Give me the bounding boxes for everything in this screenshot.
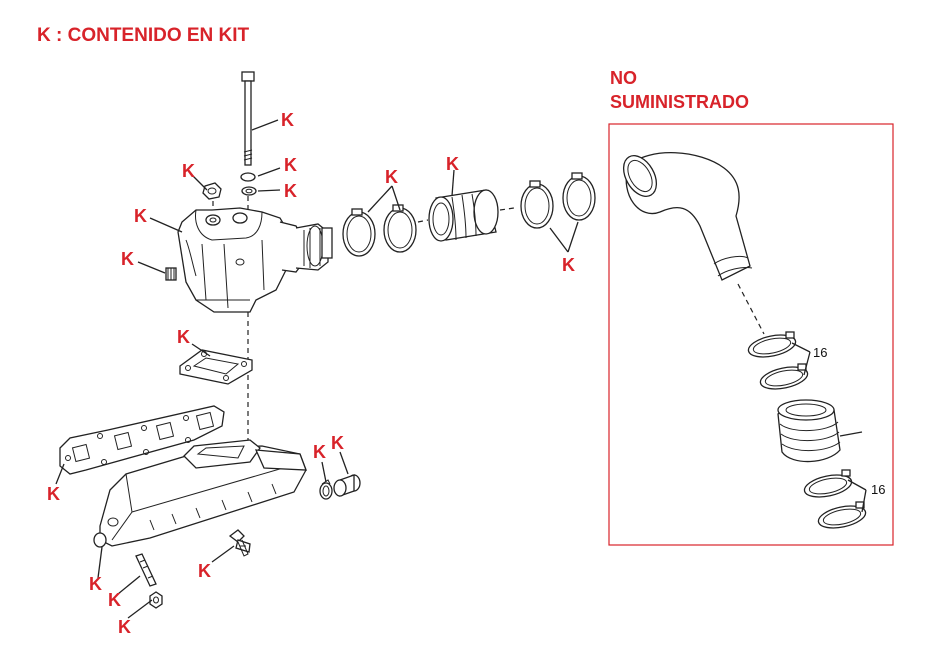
k-label-manifold-gasket: K [47,484,60,504]
hose-clamp-right-1 [520,180,554,229]
k-label-bolt: K [198,561,211,581]
k-label-washer-2: K [284,181,297,201]
long-stud [241,71,255,166]
k-label-washer-1: K [284,155,297,175]
k-label-stud: K [281,110,294,130]
k-label-sleeve: K [331,433,344,453]
k-label-clamps-right: K [562,255,575,275]
small-hose-clamp [319,479,333,500]
ref-number-bottom: 16 [871,482,885,497]
hose-clamp-left-1 [342,208,376,257]
k-label-manifold: K [89,574,102,594]
exhaust-manifold [93,439,307,548]
ns-rubber-coupling [777,399,841,463]
bellows-hose [428,189,499,242]
stud-nut [149,591,163,609]
k-label-elbow: K [134,206,147,226]
manifold-gasket [59,405,225,475]
sleeve-bushing [333,474,361,497]
k-label-stud-bottom: K [108,590,121,610]
k-label-plug: K [121,249,134,269]
elbow-gasket [179,349,253,385]
hose-clamp-right-2 [562,172,596,221]
ns-hose-clamp-3 [803,469,853,498]
ns-hose-clamp-4 [817,501,867,529]
ref-number-top: 16 [813,345,827,360]
leader-lines [55,119,867,619]
ns-hose-clamp-1 [747,331,797,358]
k-label-small-clamp: K [313,442,326,462]
hose-clamp-left-2 [383,204,417,253]
not-supplied-box [608,123,894,546]
k-label-stud-nut: K [118,617,131,637]
elbow-nut [202,182,222,200]
exhaust-elbow [177,207,333,313]
exhaust-pipe-elbow [622,152,753,281]
manifold-stud [135,553,157,587]
k-label-clamps-left: K [385,167,398,187]
k-label-bellows: K [446,154,459,174]
drain-plug [165,267,177,281]
ns-hose-clamp-2 [759,363,809,390]
legend-title: K : CONTENIDO EN KIT [37,25,250,46]
k-label-nut: K [182,161,195,181]
not-supplied-title-line1: NO [610,68,637,88]
manifold-bolt [228,529,251,557]
k-label-elbow-gasket: K [177,327,190,347]
not-supplied-title-line2: SUMINISTRADO [610,92,749,112]
stud-washer [240,172,257,196]
